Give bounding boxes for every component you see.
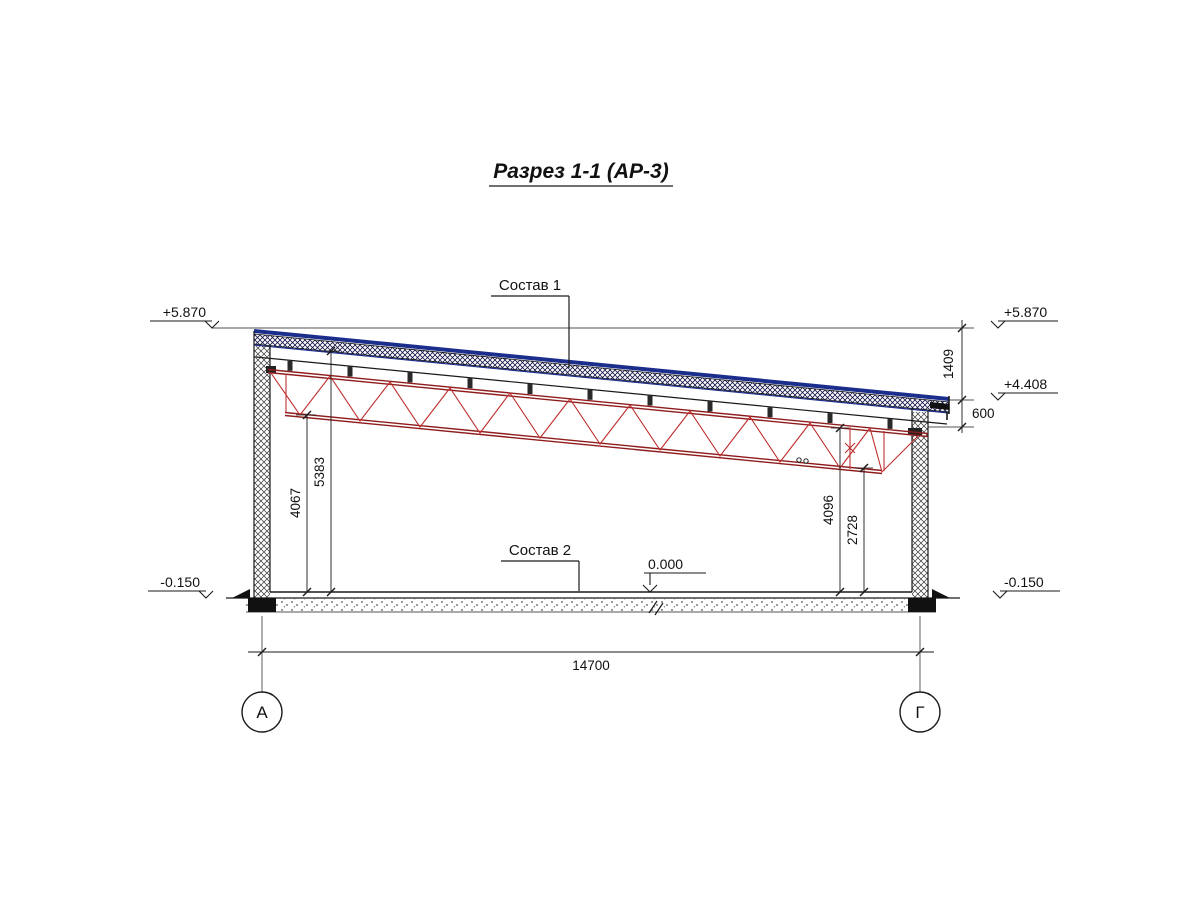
- grid-bubble-G: [899, 691, 941, 733]
- elevation-text: +4.408: [1004, 376, 1047, 392]
- truss-bearing-right: [908, 428, 922, 435]
- elevation-arrow-icon: [990, 320, 1006, 329]
- grid-axes: А Г: [241, 691, 941, 733]
- roof-membrane-line: [253, 329, 950, 401]
- elevation-arrow-icon: [642, 584, 658, 593]
- elevation-text: -0.150: [1004, 574, 1044, 590]
- ground-wedge-left: [232, 589, 250, 598]
- label-sostav1: Состав 1: [491, 277, 570, 368]
- purlin-mark: [767, 407, 773, 418]
- footing-right: [908, 598, 936, 612]
- sostav1-text: Состав 1: [499, 277, 561, 294]
- elevation-marker-right-eave: +4.408: [990, 376, 1058, 401]
- purlin-mark: [467, 378, 473, 389]
- purlin-mark: [707, 401, 713, 412]
- purlin-mark: [287, 360, 293, 371]
- purlin-mark: [887, 418, 893, 429]
- truss-top-chord-lower: [267, 371, 929, 438]
- dim-overall-span: 14700: [248, 616, 934, 692]
- drawing-title: Разрез 1-1 (АР-3): [493, 160, 668, 183]
- gutter-detail: [930, 402, 949, 410]
- label-sostav2: Состав 2: [501, 542, 580, 591]
- footing-left: [248, 598, 276, 612]
- dim-interior-left: 4067 5383: [288, 346, 340, 597]
- elevation-marker-right-top: +5.870: [990, 304, 1058, 329]
- purlin-mark: [407, 372, 413, 383]
- truss-web-diagonals: [299, 375, 919, 474]
- roof-insulation-band: [253, 333, 950, 413]
- floor-slab-band: [246, 598, 936, 612]
- roof-deck-line: [255, 356, 948, 425]
- elevation-arrow-icon: [990, 392, 1006, 401]
- dim-text-4067: 4067: [288, 488, 303, 518]
- elevation-text: 0.000: [648, 556, 683, 572]
- grid-label-G: Г: [915, 703, 924, 722]
- elevation-arrow-icon: [204, 320, 220, 329]
- dim-chain-right: 1409 600: [941, 320, 995, 433]
- purlin-mark: [587, 389, 593, 400]
- dim-tick: [957, 395, 967, 405]
- right-wall: [911, 408, 929, 598]
- dim-interior-right: 4096 2728: [821, 423, 873, 597]
- dim-tick: [957, 323, 967, 333]
- elevation-marker-right-ground: -0.150: [992, 574, 1060, 599]
- elevation-text: +5.870: [1004, 304, 1047, 320]
- truss-bottom-chord-upper: [284, 411, 883, 472]
- bolt-detail: [796, 457, 802, 463]
- slab-break-mark-a: [648, 600, 658, 614]
- dim-tick: [859, 587, 869, 597]
- grid-label-A: А: [256, 703, 268, 722]
- elevation-arrow-icon: [198, 590, 214, 599]
- roof-assembly: [253, 329, 950, 429]
- dim-text-4096: 4096: [821, 495, 836, 525]
- truss-end-diagonal-left: [270, 372, 301, 416]
- right-wall-hatch: [912, 412, 928, 598]
- purlin-mark: [527, 384, 533, 394]
- dim-tick: [302, 410, 312, 420]
- dim-text-5383: 5383: [312, 457, 327, 487]
- dim-text-14700: 14700: [572, 658, 610, 673]
- slab-break-mark-b: [654, 602, 664, 616]
- truss-top-chord-upper: [267, 368, 929, 435]
- elevation-arrow-icon: [992, 590, 1008, 599]
- truss-gusset-cross-b: [844, 442, 856, 454]
- elevation-marker-left-top: +5.870: [150, 304, 220, 329]
- dim-tick: [257, 647, 267, 657]
- dim-tick: [302, 587, 312, 597]
- dim-tick: [859, 463, 869, 473]
- dim-text-2728: 2728: [845, 515, 860, 545]
- roof-membrane-underline: [253, 344, 950, 414]
- left-wall-hatch: [254, 346, 270, 598]
- bolt-detail: [803, 458, 809, 464]
- purlin-mark: [827, 413, 833, 424]
- truss-bottom-chord-lower: [284, 414, 883, 475]
- elevation-marker-floor: 0.000: [642, 556, 706, 593]
- left-wall: [253, 331, 271, 598]
- grid-bubble-A: [241, 691, 283, 733]
- purlin-mark: [347, 366, 353, 377]
- floor-and-ground: [226, 589, 960, 616]
- dim-text-1409: 1409: [941, 349, 956, 379]
- sostav2-text: Состав 2: [509, 542, 571, 559]
- dim-tick: [326, 346, 336, 356]
- dim-tick: [326, 587, 336, 597]
- elevation-marker-left-ground: -0.150: [148, 574, 214, 599]
- dim-tick: [957, 422, 967, 432]
- elevation-text: +5.870: [163, 304, 206, 320]
- elevation-text: -0.150: [160, 574, 200, 590]
- purlin-marks: [287, 360, 893, 429]
- dim-tick: [835, 423, 845, 433]
- purlin-mark: [647, 395, 653, 406]
- dim-tick: [835, 587, 845, 597]
- roof-truss: [266, 366, 929, 475]
- ground-wedge-right: [932, 589, 950, 598]
- dim-text-600: 600: [972, 406, 995, 421]
- dim-tick: [915, 647, 925, 657]
